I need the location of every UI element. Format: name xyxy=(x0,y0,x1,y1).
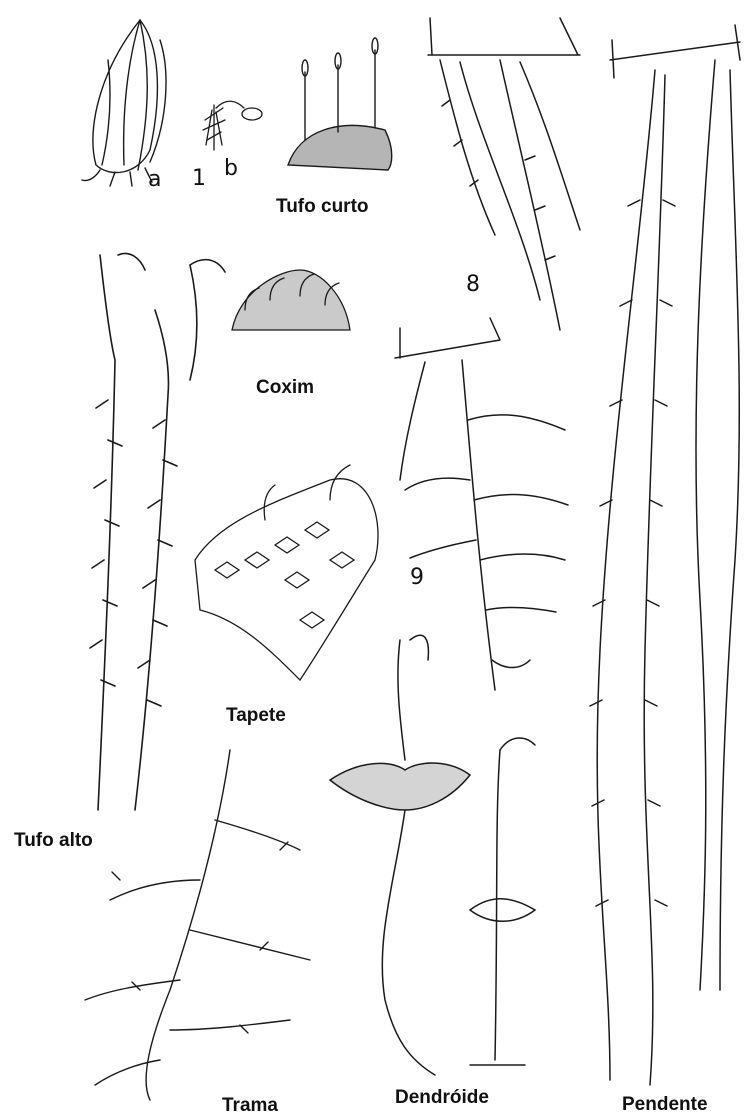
label-tufo-alto: Tufo alto xyxy=(14,830,93,852)
label-coxim: Coxim xyxy=(256,377,314,399)
pendant-illustration xyxy=(590,25,740,1085)
label-8: 8 xyxy=(466,272,480,297)
label-tapete: Tapete xyxy=(226,705,286,727)
figure-1b-plant xyxy=(203,101,262,150)
dendroid-illustration xyxy=(330,635,535,1075)
tall-turf-illustration xyxy=(90,253,225,810)
label-1: 1 xyxy=(192,166,206,191)
figure-8-hanging-moss xyxy=(428,18,580,330)
weft-illustration xyxy=(85,750,310,1100)
label-9: 9 xyxy=(410,565,424,590)
short-turf-illustration xyxy=(288,38,392,170)
figure-9-pinnate-moss xyxy=(395,318,568,690)
label-tufo-curto: Tufo curto xyxy=(276,196,369,218)
label-pendente: Pendente xyxy=(622,1094,708,1116)
label-b: b xyxy=(224,156,238,181)
label-trama: Trama xyxy=(222,1095,278,1117)
cushion-illustration xyxy=(232,270,350,330)
label-dendroide: Dendróide xyxy=(395,1087,489,1109)
label-a: a xyxy=(148,167,161,192)
mat-illustration xyxy=(195,465,378,680)
figure-1a-shoot xyxy=(82,20,166,186)
